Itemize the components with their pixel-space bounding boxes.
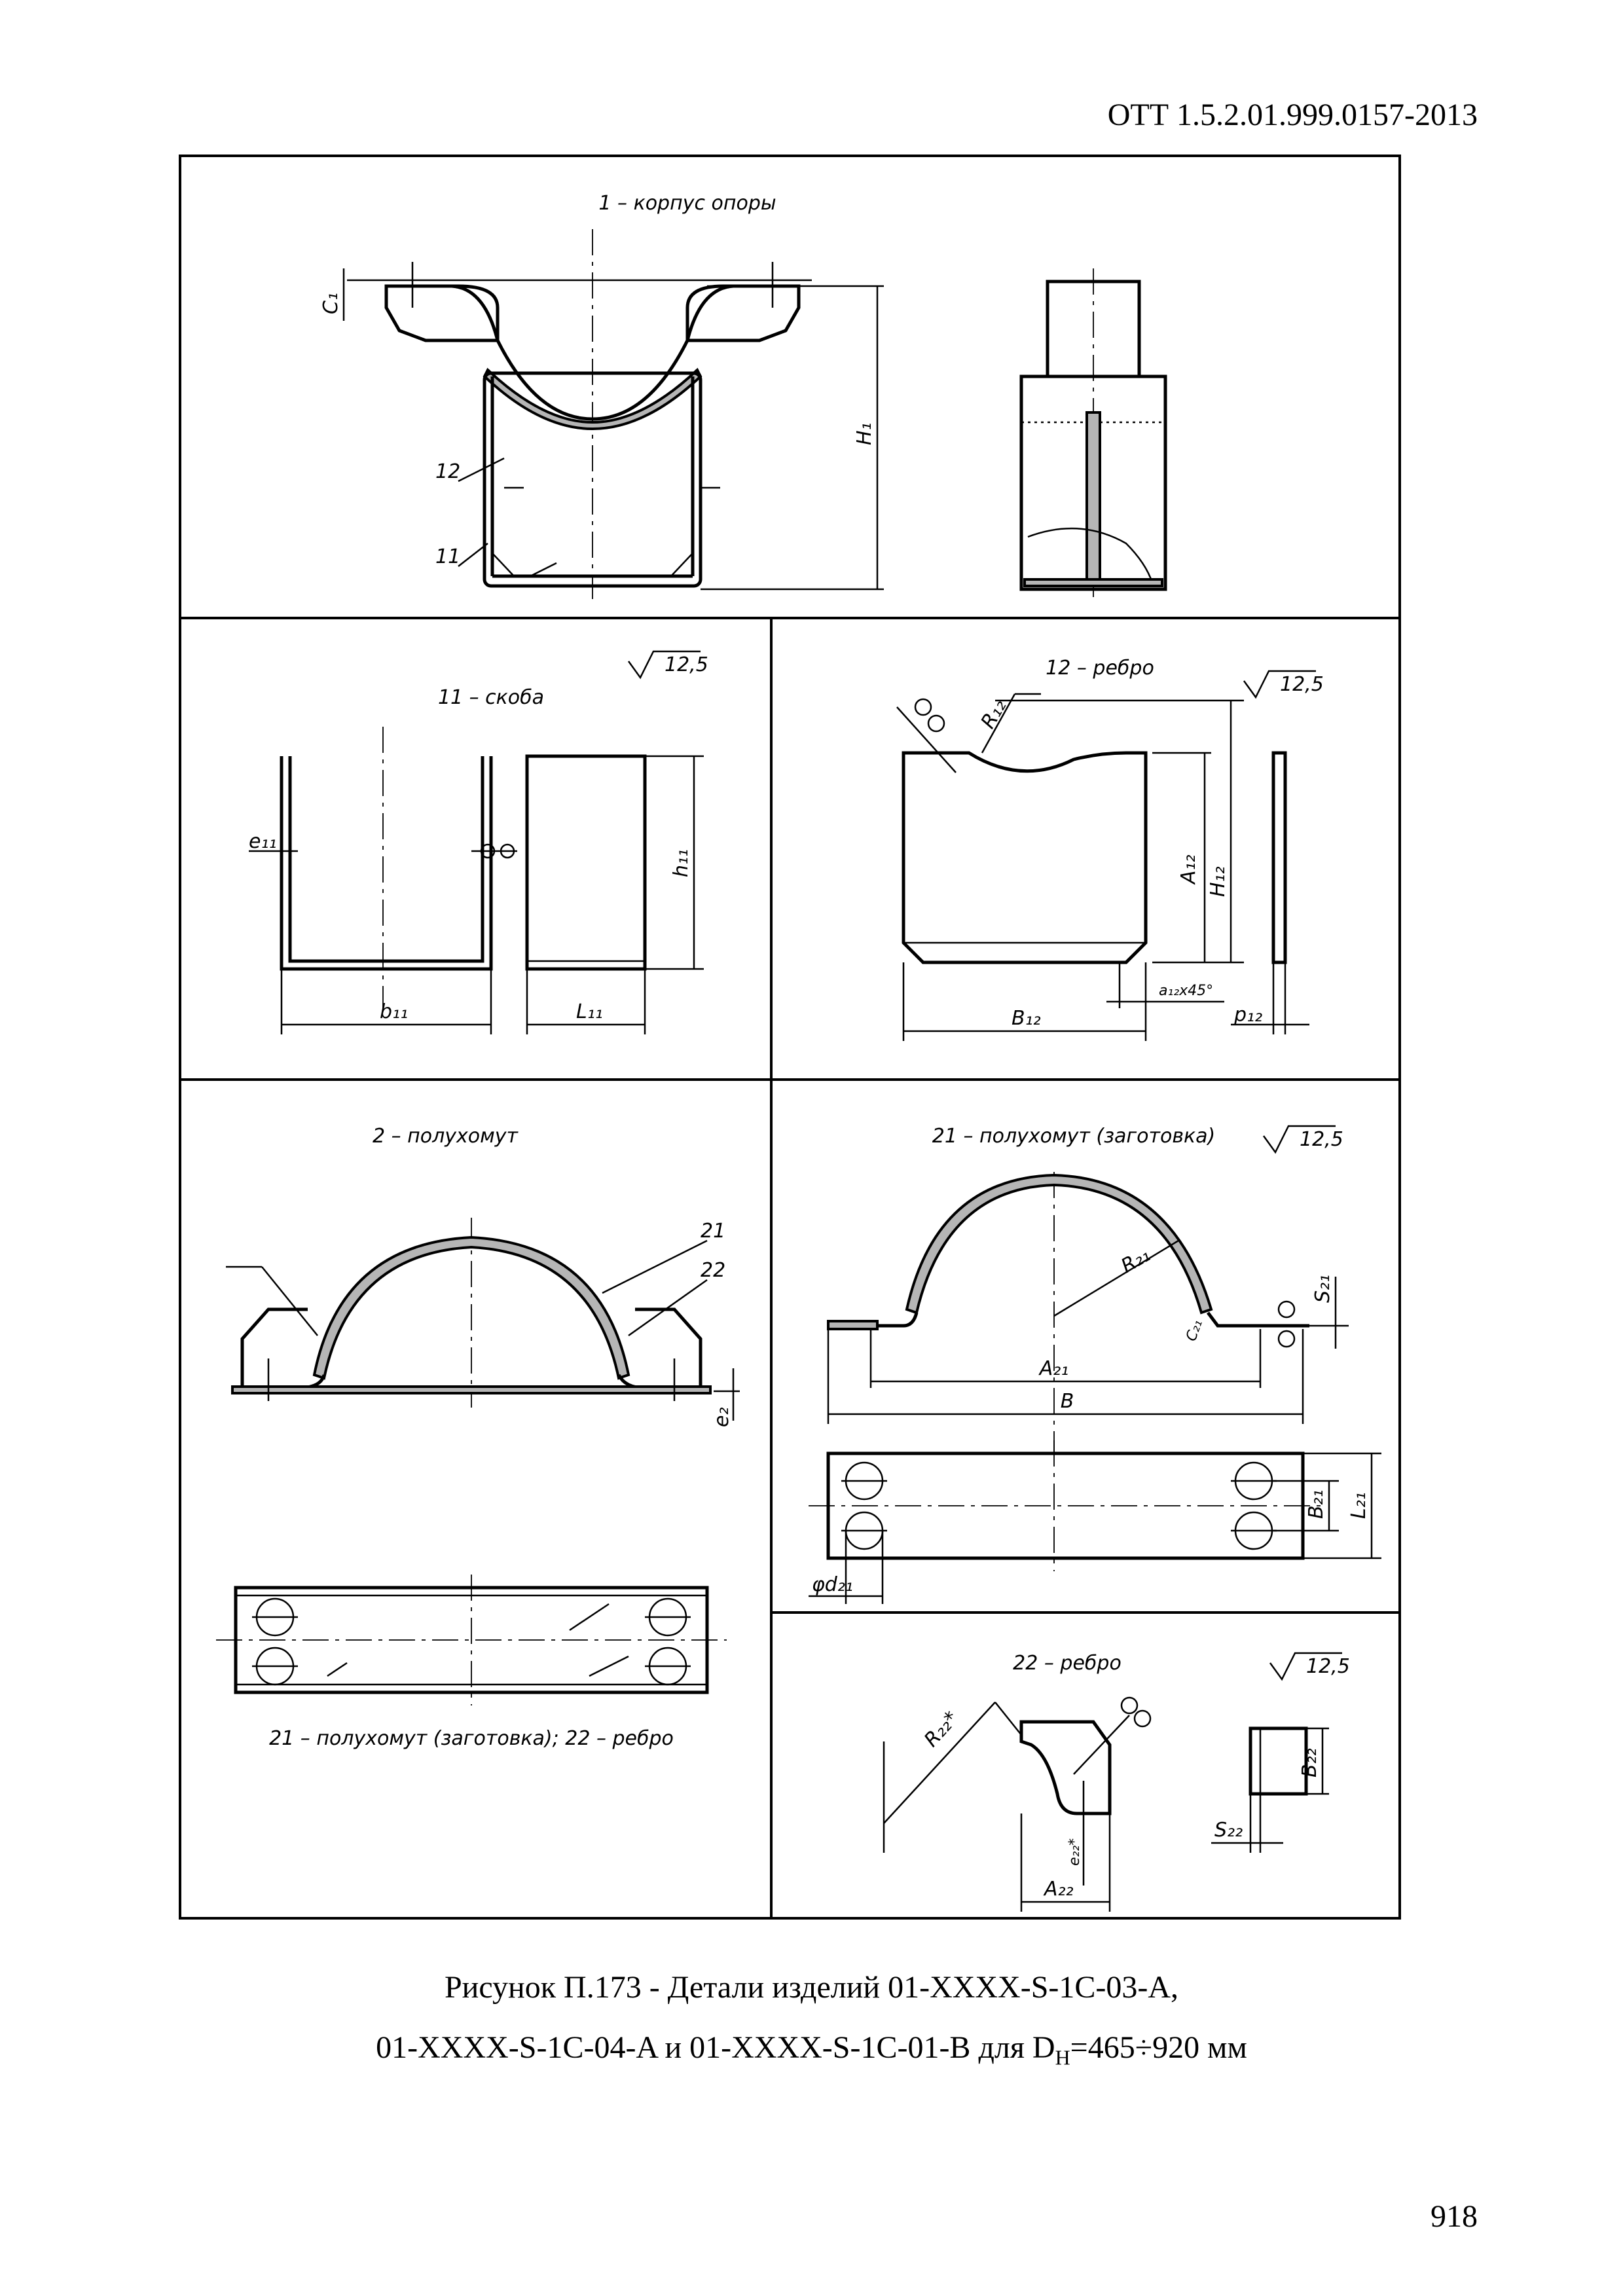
roughness-mark-rib12: 12,5: [1243, 670, 1324, 699]
caption-line-1: Рисунок П.173 - Детали изделий 01-XXXX-S…: [444, 1970, 1179, 2005]
label-A22: A₂₂: [1043, 1878, 1074, 1901]
label-R21: R₂₁: [1118, 1243, 1154, 1278]
figure-caption: Рисунок П.173 - Детали изделий 01-XXXX-S…: [0, 1958, 1623, 2088]
half-clamp-note: 21 – полухомут (заготовка); 22 – ребро: [269, 1727, 674, 1750]
svg-text:12,5: 12,5: [665, 653, 708, 676]
label-A12: H₁₂: [1207, 866, 1230, 897]
label-B21: B₂₁: [1305, 1489, 1328, 1519]
svg-text:12,5: 12,5: [1280, 673, 1324, 696]
label-S22: S₂₂: [1214, 1819, 1243, 1842]
roughness-mark-rib22: 12,5: [1269, 1652, 1350, 1681]
label-e2: e₂: [710, 1408, 733, 1427]
label-A21: A₂₁: [1038, 1357, 1069, 1380]
label-a12: a₁₂x45°: [1159, 983, 1213, 999]
label-L11: L₁₁: [576, 1000, 603, 1023]
bracket-panel: 11 – скоба 12,5 e₁₁ b₁₁ h₁₁ L₁₁: [249, 650, 708, 1034]
blank21-title: 21 – полухомут (заготовка): [932, 1125, 1216, 1148]
roughness-mark-blank21: 12,5: [1262, 1125, 1343, 1154]
label-12: 12: [435, 460, 460, 483]
label-h11: h₁₁: [670, 849, 693, 877]
support-body-panel: 1 – корпус опоры H₁ C₁ 12 11: [319, 192, 1167, 602]
svg-text:12,5: 12,5: [1300, 1128, 1343, 1151]
label-e22: e₂₂*: [1067, 1838, 1083, 1866]
caption-line-2: 01-XXXX-S-1C-04-A и 01-XXXX-S-1C-01-B дл…: [376, 2030, 1247, 2069]
support-body-title: 1 – корпус опоры: [598, 192, 776, 215]
label-21: 21: [701, 1220, 725, 1243]
document-code: ОТТ 1.5.2.01.999.0157-2013: [1107, 98, 1478, 132]
label-11: 11: [435, 545, 460, 568]
bracket-title: 11 – скоба: [438, 686, 544, 709]
label-e11: e₁₁: [249, 830, 277, 853]
rib12-title: 12 – ребро: [1046, 657, 1154, 680]
roughness-mark-bracket: 12,5: [627, 650, 708, 680]
label-B22: B₂₂: [1298, 1748, 1321, 1777]
rib12-panel: 12 – ребро 12,5 R₁₂ A₁₂ H₁₂ B₁₂ a₁₂x45° …: [896, 657, 1324, 1041]
label-b11: b₁₁: [380, 1000, 408, 1023]
label-C1: C₁: [319, 293, 342, 314]
label-B12: B₁₂: [1012, 1007, 1041, 1030]
label-d21: φd₂₁: [812, 1573, 853, 1596]
label-H12: A₁₂: [1177, 854, 1200, 885]
rib22-title: 22 – ребро: [1013, 1652, 1122, 1675]
label-S21: S₂₁: [1311, 1275, 1334, 1303]
blank21-panel: 21 – полухомут (заготовка) 12,5 R₂₁ S₂₁ …: [809, 1125, 1381, 1604]
label-L21: L₂₁: [1347, 1492, 1370, 1519]
label-22: 22: [701, 1259, 725, 1282]
half-clamp-title: 2 – полухомут: [373, 1125, 519, 1148]
label-H1: H₁: [853, 422, 876, 445]
label-B: B: [1061, 1390, 1074, 1413]
svg-text:12,5: 12,5: [1306, 1655, 1350, 1678]
rib22-panel: 22 – ребро 12,5 R₂₂* e₂₂* A₂₂ B₂₂ S₂₂: [883, 1652, 1350, 1912]
half-clamp-panel: 2 – полухомут 21 22 e₂ 2: [216, 1125, 740, 1750]
drawing-frame: [179, 155, 1401, 1920]
page-number: 918: [1431, 2199, 1478, 2234]
label-C21: C₂₁: [1183, 1317, 1206, 1343]
label-p12: p₁₂: [1233, 1004, 1262, 1027]
